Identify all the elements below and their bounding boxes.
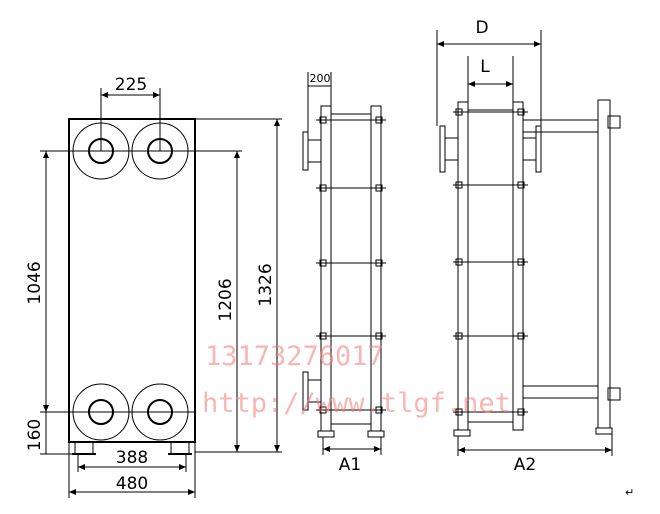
dim-foot-spacing: 388	[116, 448, 148, 468]
nozzle-top-a1	[302, 131, 322, 171]
dim-port-to-bottom: 160	[25, 419, 45, 451]
dim-nozzle-length: 200	[310, 72, 331, 85]
watermark-url: http://www.tlgf.net	[202, 388, 511, 419]
nozzle-right-a2	[522, 125, 542, 173]
dim-d: D	[475, 18, 488, 38]
corner-mark: ↵	[625, 486, 634, 499]
bolts-a2	[453, 108, 528, 416]
label-a1: A1	[339, 455, 361, 475]
dim-port-spacing: 225	[115, 75, 147, 95]
side-view-a2: D L A2	[436, 18, 621, 475]
nozzle-bottom-a1	[302, 371, 322, 411]
nozzle-left-a2	[439, 125, 459, 173]
side-view-a1: 200 A1	[302, 72, 386, 475]
feet	[72, 441, 192, 455]
dim-port-vertical: 1046	[25, 261, 45, 304]
dim-total-height: 1326	[256, 263, 276, 306]
dim-total-width: 480	[116, 474, 148, 494]
frame-plate	[68, 118, 196, 443]
front-view: 225 1046 160 1206 1326 388	[25, 75, 282, 498]
dim-l: L	[480, 57, 490, 77]
label-a2: A2	[514, 455, 536, 475]
bolts-a1	[316, 116, 386, 414]
watermark-phone: 13173276017	[205, 341, 384, 372]
dim-frame-inner-height: 1206	[216, 278, 236, 321]
